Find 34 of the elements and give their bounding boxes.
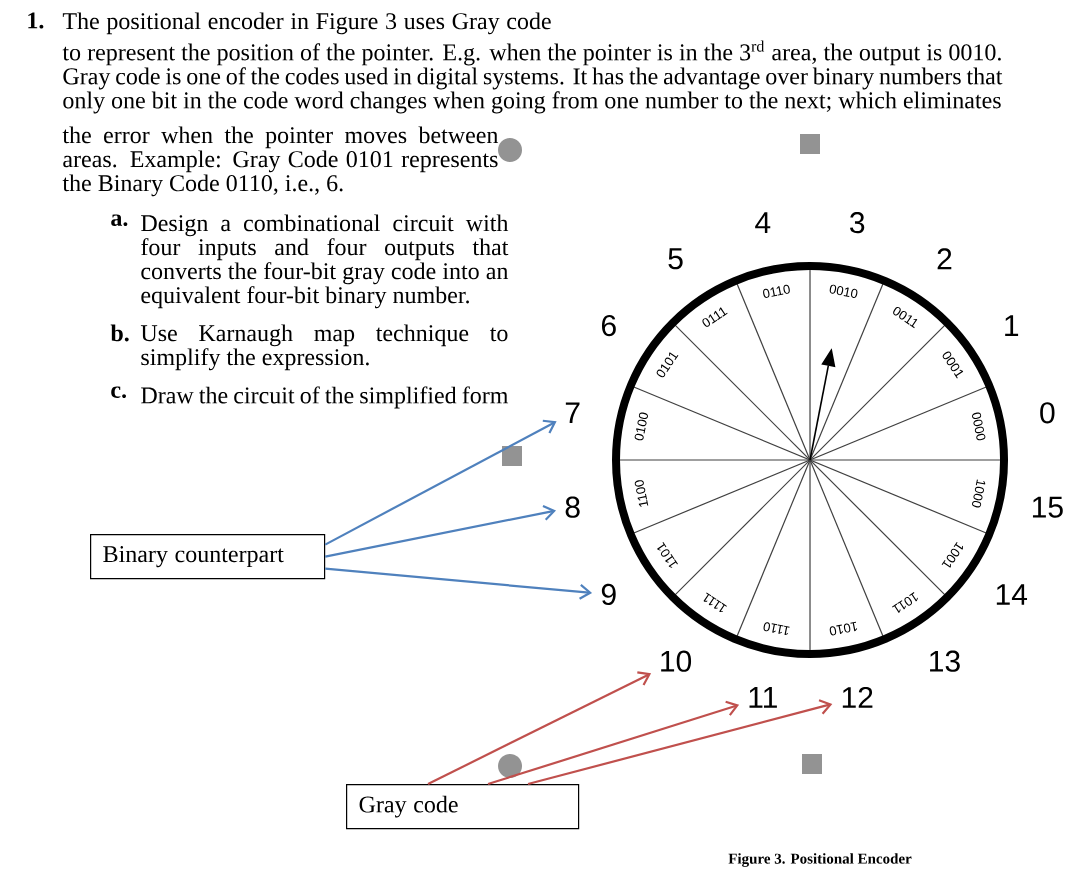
question-text: the error when the pointer moves between areas. Example: Gray Code 0101 represents the Binary Code 0110, i.e., 6. bbox=[62, 126, 499, 197]
sector-number: 15 bbox=[1032, 496, 1063, 518]
sector-number: 11 bbox=[749, 687, 777, 708]
item-text: Design a combinational circuit with four inputs and four outputs that converts the four-bit gray code into an equivalent four-bit binary number. bbox=[141, 214, 509, 309]
sector-number: 14 bbox=[996, 584, 1028, 605]
sector-number: 13 bbox=[930, 650, 960, 672]
question-text: The positional encoder in Figure 3 uses Gray code bbox=[62, 12, 551, 35]
sector-number: 6 bbox=[602, 314, 616, 337]
label-box: Gray code bbox=[346, 784, 580, 830]
item-letter: c. bbox=[111, 386, 126, 399]
sector-number: 5 bbox=[668, 248, 683, 270]
sector-number: 0 bbox=[1040, 402, 1055, 424]
arrow bbox=[325, 567, 593, 600]
question-text: to represent the position of the pointer. E.g. when the pointer is in the 3$^{rd}$ area, the output is 0010. Gray code is one of the codes used in digital systems. It has the advantage over binary numbers that only one bit in the code word changes when going from one number to the next; which eliminates bbox=[62, 40, 1003, 114]
sector-number: 8 bbox=[565, 496, 580, 518]
sector-number: 12 bbox=[842, 686, 873, 708]
arrow bbox=[487, 700, 740, 786]
label-box: Binary counterpart bbox=[90, 534, 326, 580]
sector-number: 3 bbox=[850, 212, 865, 234]
item-letter: a. bbox=[111, 214, 128, 226]
sector-number: 1 bbox=[1005, 315, 1019, 336]
item-letter: b. bbox=[110, 324, 129, 342]
sector-number: 7 bbox=[565, 402, 580, 424]
arrow bbox=[427, 671, 652, 785]
sector-number: 2 bbox=[937, 248, 952, 270]
sector-number: 10 bbox=[661, 650, 692, 672]
arrow bbox=[324, 419, 557, 546]
item-text: Use Karnaugh map technique to simplify the expression. bbox=[140, 324, 508, 371]
item-text: Draw the circuit of the simplified form bbox=[141, 386, 509, 409]
arrow bbox=[527, 699, 833, 786]
sector-number: 4 bbox=[755, 212, 771, 233]
item-number: 1. bbox=[28, 12, 44, 29]
sector-number: 9 bbox=[601, 583, 616, 606]
arrow bbox=[325, 505, 557, 558]
